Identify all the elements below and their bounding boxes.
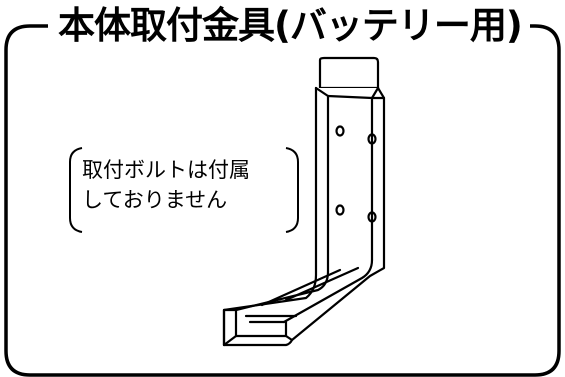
- note-line-1: 取付ボルトは付属: [82, 158, 250, 182]
- note-left-bracket: [69, 147, 83, 233]
- note-right-bracket: [285, 147, 299, 233]
- note-text: 取付ボルトは付属 しておりません: [82, 155, 292, 215]
- frame-border: [4, 24, 561, 377]
- note-line-2: しておりません: [82, 188, 228, 212]
- battery-bracket-illustration: [222, 56, 386, 347]
- figure-title: 本体取付金具(バッテリー用): [58, 4, 523, 47]
